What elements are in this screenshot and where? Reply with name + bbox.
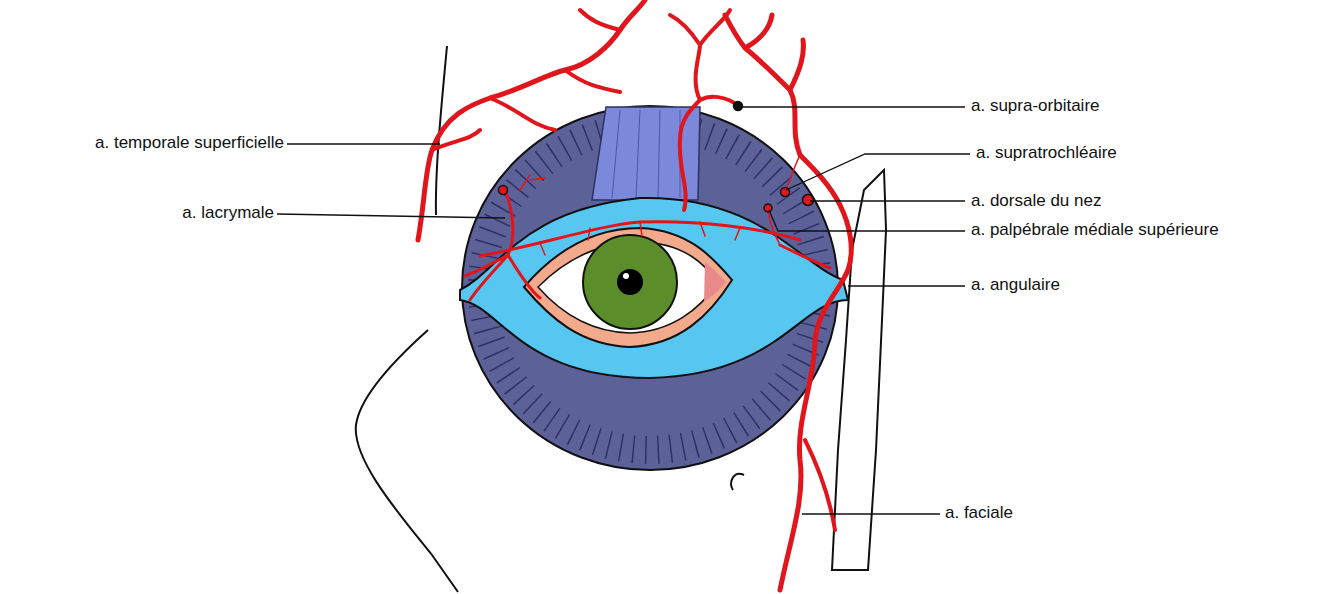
highlight — [623, 273, 629, 279]
tarsal-plate — [460, 198, 848, 378]
caruncle — [704, 262, 726, 302]
face-outline — [356, 46, 886, 592]
vessel-stumps — [499, 102, 814, 213]
iris — [583, 235, 677, 329]
leader-lines — [277, 107, 970, 514]
eyelid-margin — [524, 228, 732, 347]
arteries — [418, 0, 851, 590]
artery-label: a. temporale superficielle — [95, 133, 284, 153]
pupil — [617, 269, 643, 295]
artery-label: a. supratrochléaire — [976, 143, 1117, 163]
artery-label: a. dorsale du nez — [971, 191, 1101, 211]
artery-label: a. lacrymale — [182, 203, 274, 223]
artery-label: a. faciale — [945, 503, 1013, 523]
artery-label: a. supra-orbitaire — [971, 96, 1100, 116]
levator-fibers — [612, 110, 680, 198]
artery-label: a. angulaire — [971, 275, 1060, 295]
artery-label: a. palpébrale médiale supérieure — [971, 220, 1219, 240]
